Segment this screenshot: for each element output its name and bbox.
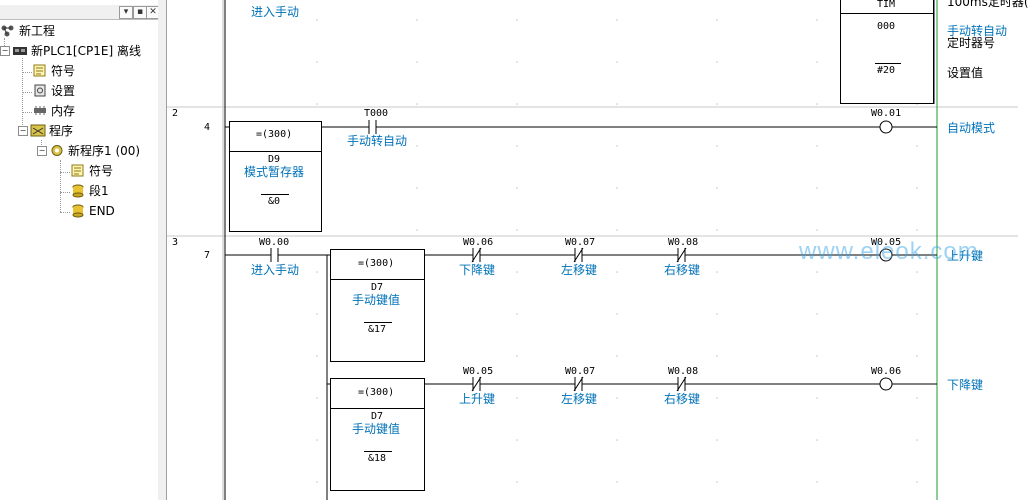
tree-panel-titlebar: ▾ ▪ ✕ [0, 5, 160, 20]
panel-splitter[interactable] [158, 0, 167, 500]
rung3-coil1-address: W0.05 [871, 237, 902, 248]
rung2-mov-op: =(300) [256, 129, 293, 140]
timer-set-value: #20 [877, 65, 896, 76]
tree-label-program-symbols: 符号 [89, 164, 114, 178]
collapse-toggle-program1[interactable]: − [37, 146, 47, 156]
tree-label-end: END [89, 204, 115, 218]
rung3-coil2-address: W0.06 [871, 366, 902, 377]
plc-icon [13, 47, 27, 55]
pin-icon[interactable]: ▪ [133, 6, 147, 19]
tree-item-program-symbols[interactable]: 符号 [70, 162, 113, 180]
timer-instruction-label: TIM [877, 0, 896, 10]
tree-item-symbols[interactable]: 符号 [32, 62, 75, 80]
tree-item-plc[interactable]: 新PLC1[CP1E] 离线 [12, 42, 141, 60]
rung2-step: 4 [204, 122, 211, 133]
tree-item-programs[interactable]: 程序 [30, 122, 73, 140]
tree-item-settings[interactable]: 设置 [32, 82, 75, 100]
symbols-icon [71, 164, 84, 177]
tree-label-memory: 内存 [51, 104, 76, 118]
collapse-toggle-programs[interactable]: − [18, 126, 28, 136]
tree-label-settings: 设置 [51, 84, 76, 98]
tree-label-section1: 段1 [89, 184, 109, 198]
settings-icon [34, 84, 46, 97]
timer-note-set-value: 设置值 [947, 66, 984, 80]
tree-label-symbols: 符号 [51, 64, 76, 78]
rung3-coil2-comment: 下降键 [947, 378, 984, 392]
rung3-mov1-dest: D7 [371, 282, 384, 293]
rung3-contact4-address: W0.05 [463, 366, 494, 377]
rung3-contact2-address: W0.07 [565, 237, 596, 248]
rung2-contact-address: T000 [364, 108, 389, 119]
rung3-number: 3 [172, 237, 179, 248]
rung2-coil-comment: 自动模式 [947, 121, 996, 135]
collapse-toggle-plc[interactable]: − [0, 46, 10, 56]
rung3-contact6-comment: 右移键 [664, 392, 701, 406]
tree-label-program1: 新程序1 (00) [68, 144, 141, 158]
rung3-input-contact-address: W0.00 [259, 237, 290, 248]
memory-chip-icon [34, 106, 46, 115]
timer-block[interactable]: TIM 000 #20 [840, 0, 934, 104]
rung3-contact5-address: W0.07 [565, 366, 596, 377]
rung3-mov-block-2[interactable]: =(300) D7 手动键值 &18 [330, 378, 425, 491]
timer-number: 000 [877, 21, 896, 32]
rung3-contact1-comment: 下降键 [459, 263, 496, 277]
rung3-mov1-value: &17 [368, 324, 387, 335]
rung3-contact2-comment: 左移键 [561, 263, 598, 277]
rung3-contact1-address: W0.06 [463, 237, 494, 248]
ladder-editor[interactable]: 进入手动 TIM 000 #20 100ms定时器( 手动转自动 定时器号 设置… [167, 0, 1029, 500]
rung3-coil1-comment: 上升键 [947, 249, 984, 263]
rung3-mov1-dest-comment: 手动键值 [352, 293, 401, 307]
tree-label-programs: 程序 [49, 124, 74, 138]
tree-item-project[interactable]: 新工程 [0, 22, 55, 40]
tree-label-plc: 新PLC1[CP1E] 离线 [31, 44, 141, 58]
program-task-icon [51, 145, 63, 156]
rung2-mov-dest: D9 [268, 154, 281, 165]
tree-item-end[interactable]: END [70, 202, 115, 220]
timer-note-title: 100ms定时器( [947, 0, 1029, 9]
symbols-icon [33, 64, 46, 77]
rung3-mov2-value: &18 [368, 453, 387, 464]
rung3-contact6-address: W0.08 [668, 366, 699, 377]
tree-item-section1[interactable]: 段1 [70, 182, 109, 200]
watermark-text: www.eleok.com [799, 238, 979, 265]
rung2-mov-block[interactable]: =(300) D9 模式暂存器 &0 [229, 121, 322, 232]
rung3-contact3-address: W0.08 [668, 237, 699, 248]
rung2-mov-value: &0 [268, 196, 281, 207]
rung3-mov-block-1[interactable]: =(300) D7 手动键值 &17 [330, 249, 425, 362]
project-tree-panel: ▾ ▪ ✕ 新工程 − 新PLC1[CP1E] 离线 符号 设置 内存 − 程序… [0, 0, 160, 500]
tree-item-memory[interactable]: 内存 [32, 102, 75, 120]
tree-item-program1[interactable]: 新程序1 (00) [49, 142, 140, 160]
tree-label-project: 新工程 [19, 24, 56, 38]
timer-note-comment: 手动转自动 [947, 24, 1008, 38]
rung3-contact3-comment: 右移键 [664, 263, 701, 277]
programs-icon [30, 124, 46, 137]
rung3-mov2-op: =(300) [358, 387, 395, 398]
dropdown-icon[interactable]: ▾ [119, 6, 133, 19]
timer-note-timer-number: 定时器号 [947, 36, 996, 50]
rung3-mov2-dest-comment: 手动键值 [352, 422, 401, 436]
project-icon [1, 25, 14, 37]
rung2-coil-address: W0.01 [871, 108, 902, 119]
rung1-contact-comment: 进入手动 [251, 5, 300, 19]
section-icon [72, 184, 84, 198]
rung3-mov2-dest: D7 [371, 411, 384, 422]
rung3-contact5-comment: 左移键 [561, 392, 598, 406]
rung2-mov-dest-comment: 模式暂存器 [244, 165, 305, 179]
rung2-contact-comment: 手动转自动 [347, 134, 408, 148]
rung3-input-contact-comment: 进入手动 [251, 263, 300, 277]
rung3-mov1-op: =(300) [358, 258, 395, 269]
rung3-step: 7 [204, 250, 211, 261]
section-icon [72, 204, 84, 218]
rung2-number: 2 [172, 108, 179, 119]
rung3-contact4-comment: 上升键 [459, 392, 496, 406]
